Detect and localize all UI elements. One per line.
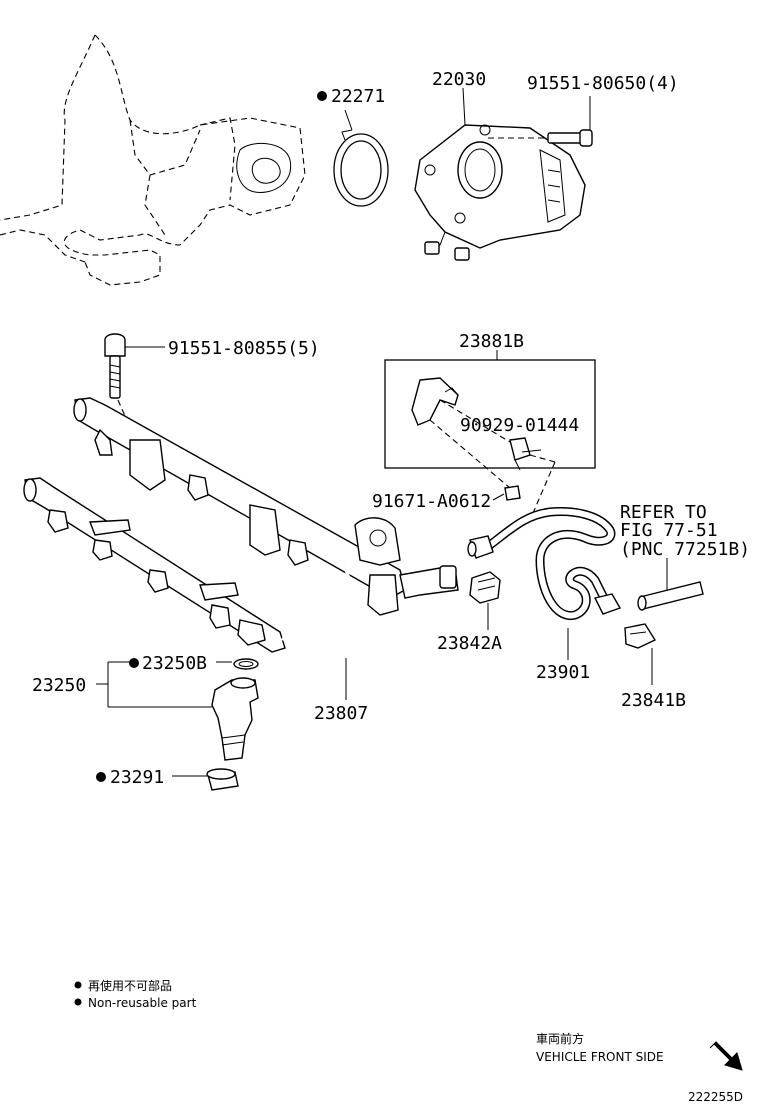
figure-id: 222255D (688, 1090, 743, 1104)
fuel-rail-lower (23, 477, 286, 653)
label-pnc-77251b: (PNC 77251B) (620, 539, 750, 560)
legend-dot-jp (74, 981, 82, 989)
non-reusable-dot-22271 (317, 91, 327, 101)
label-23842a: 23842A (437, 633, 502, 654)
legend-en-text: Non-reusable part (88, 996, 197, 1010)
label-23250: 23250 (32, 675, 86, 696)
refer-pipe (637, 558, 704, 611)
label-23807: 23807 (314, 703, 368, 724)
non-reusable-dot-23250b (129, 658, 139, 668)
label-23841b: 23841B (621, 690, 686, 711)
leader-90929 (521, 449, 542, 453)
legend-dot-en (74, 998, 82, 1006)
bolt-91671-a0612 (429, 419, 521, 501)
clip-23841b (624, 623, 657, 685)
label-fig-77-51: FIG 77-51 (620, 520, 718, 541)
intake-manifold (0, 34, 306, 286)
label-91671-a0612: 91671-A0612 (372, 491, 491, 512)
label-22271: 22271 (331, 86, 385, 107)
arrow-down-right-icon (709, 1041, 743, 1071)
label-91551-80650: 91551-80650(4) (527, 73, 679, 94)
direction-indicator: 車両前方 VEHICLE FRONT SIDE (536, 1031, 743, 1071)
label-91551-80855: 91551-80855(5) (168, 338, 320, 359)
legend-jp-text: 再使用不可部品 (88, 978, 172, 993)
fuel-hose-23807 (281, 564, 356, 700)
throttle-body-22030 (414, 87, 586, 261)
clip-23842a (469, 571, 501, 630)
label-23881b: 23881B (459, 331, 524, 352)
bolt-91551-80650 (488, 96, 593, 147)
label-90929-01444: 90929-01444 (460, 415, 579, 436)
direction-jp-text: 車両前方 (536, 1031, 584, 1046)
label-refer-to: REFER TO (620, 502, 707, 523)
gasket-22271 (333, 109, 389, 207)
hose-23901 (467, 507, 622, 660)
label-22030: 22030 (432, 69, 486, 90)
fuel-rail-upper (73, 397, 459, 616)
direction-en-text: VEHICLE FRONT SIDE (536, 1050, 664, 1064)
label-23250b: 23250B (142, 653, 207, 674)
leader-91671 (492, 493, 505, 501)
clamp-box-23881b (384, 350, 596, 521)
legend: 再使用不可部品 Non-reusable part (74, 978, 197, 1010)
non-reusable-dot-23291 (96, 772, 106, 782)
label-23291: 23291 (110, 767, 164, 788)
label-23901: 23901 (536, 662, 590, 683)
injector-23250 (211, 658, 259, 761)
oring-23291 (206, 768, 239, 791)
bracket-23250 (96, 661, 232, 777)
